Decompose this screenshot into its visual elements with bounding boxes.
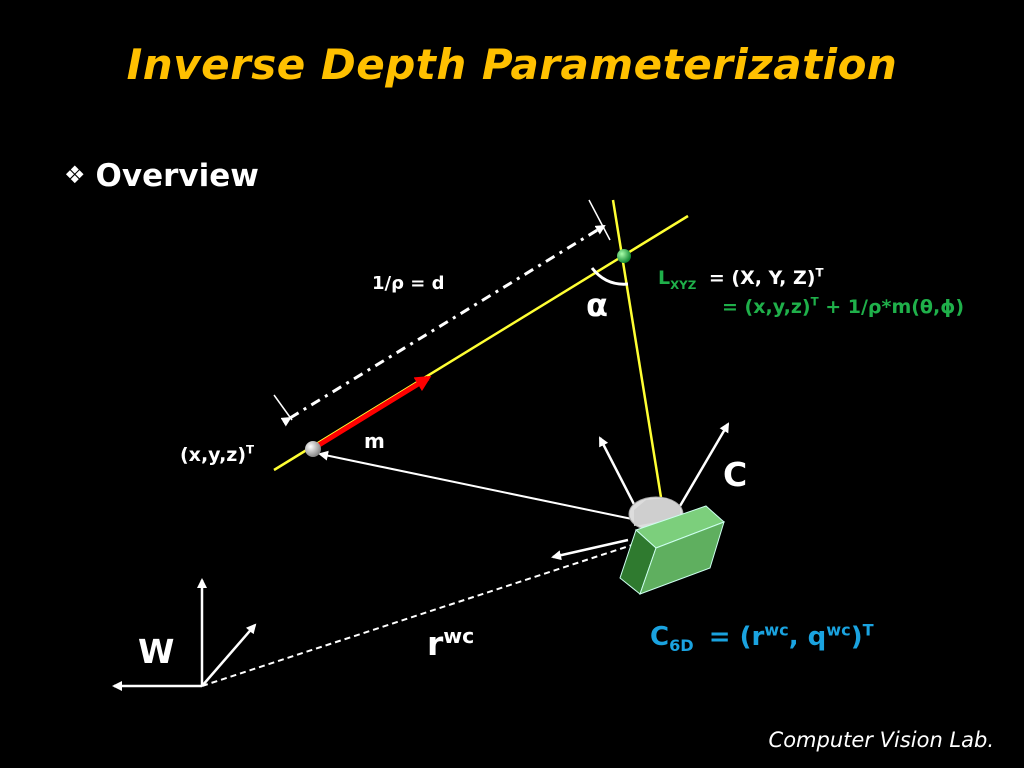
- depth-extension-left: [273, 394, 293, 421]
- m-vector-arrow: [312, 375, 432, 451]
- bullet-text: Overview: [95, 158, 259, 194]
- footer-lab-name: Computer Vision Lab.: [768, 728, 994, 752]
- world-axis-diagonal: [201, 623, 257, 687]
- camera-label: C: [723, 455, 748, 494]
- camera-axis-up-left: [598, 436, 640, 513]
- bullet-overview: ❖ Overview: [64, 158, 259, 194]
- camera-axis-left: [551, 538, 629, 561]
- landmark-point: [617, 249, 631, 263]
- camera-icon: [619, 496, 725, 595]
- landmark-equation-line2: = (x,y,z)T + 1/ρ*m(θ,ϕ): [722, 294, 965, 318]
- rwc-dashed-line: [201, 544, 633, 687]
- camera-axis-up-right: [678, 422, 730, 507]
- depth-extension-right: [588, 199, 611, 241]
- depth-dimension-line: [280, 224, 606, 427]
- alpha-label: α: [586, 286, 608, 324]
- camera-to-anchor-arrow: [318, 450, 633, 520]
- rwc-label: rwc: [427, 624, 475, 663]
- depth-label: 1/ρ = d: [372, 273, 445, 294]
- world-label: W: [138, 632, 175, 671]
- anchor-label: (x,y,z)T: [180, 442, 255, 466]
- camera-equation: C6D = (rwc, qwc)T: [650, 620, 874, 656]
- diamond-bullet-icon: ❖: [64, 161, 86, 189]
- slide-title: Inverse Depth Parameterization: [126, 40, 898, 89]
- alpha-angle-arc: [590, 267, 629, 286]
- anchor-point: [305, 441, 321, 457]
- m-label: m: [364, 429, 385, 453]
- landmark-equation-line1: LXYZ = (X, Y, Z)T: [658, 265, 824, 292]
- landmark-equation: LXYZ = (X, Y, Z)T = (x,y,z)T + 1/ρ*m(θ,ϕ…: [658, 264, 964, 322]
